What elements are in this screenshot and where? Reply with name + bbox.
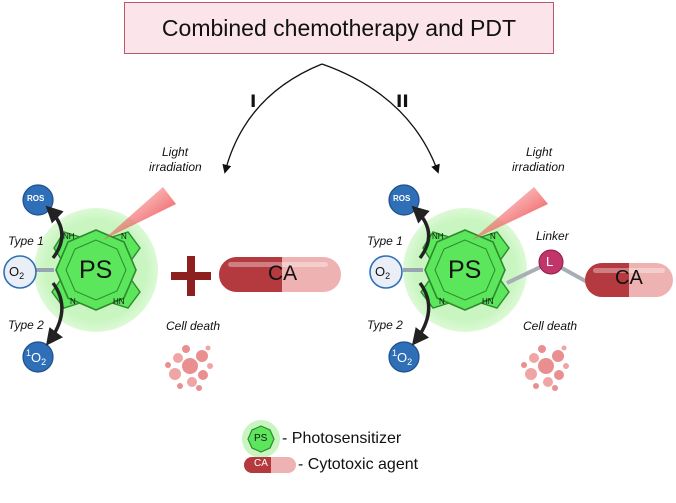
ros-label-right: ROS [393, 194, 411, 203]
nh-label-right: NH [432, 232, 444, 241]
type2-arrow-left [45, 281, 64, 346]
type2-label-right: Type 2 [367, 318, 403, 332]
legend-ca-icon [244, 457, 296, 473]
title-text: Combined chemotherapy and PDT [161, 14, 517, 41]
cell-death-label-left: Cell death [166, 319, 221, 333]
legend-ca-icon-label: CA [254, 458, 268, 469]
light-beam-right [472, 187, 548, 240]
light-label-left-line1: Light [162, 145, 189, 159]
hn-label-left: HN [113, 297, 125, 306]
n-label-right-bottom: N [439, 297, 445, 306]
legend-ps-icon-label: PS [254, 433, 268, 444]
light-label-right-line2: irradiation [512, 160, 565, 174]
ps-label-left: PS [79, 256, 113, 284]
linker-symbol: L [546, 254, 554, 269]
hn-label-right: HN [482, 297, 494, 306]
legend-ps-text: - Photosensitizer [282, 430, 402, 447]
singlet-o2-label-right: 1O2 [392, 348, 413, 367]
route-arrow-2 [321, 63, 440, 174]
ca-capsule-left [219, 257, 341, 292]
legend-ca-text: - Cytotoxic agent [298, 456, 419, 473]
ca-label-left: CA [268, 262, 298, 285]
o2-label-right: O2 [375, 264, 391, 281]
n-label-right-top: N [490, 232, 496, 241]
linker-label: Linker [536, 229, 569, 243]
route-label-1: I [250, 92, 257, 112]
nh-label-left: NH [63, 232, 75, 241]
plus-sign [171, 256, 211, 296]
type1-label-right: Type 1 [367, 234, 403, 248]
type2-arrow-right [411, 281, 431, 346]
n-label-left-top: N [121, 232, 127, 241]
type1-label-left: Type 1 [8, 234, 44, 248]
type2-label-left: Type 2 [8, 318, 44, 332]
cell-death-right [521, 345, 569, 391]
route-label-2: II [396, 92, 409, 112]
route-arrow-1 [222, 63, 323, 174]
ca-label-right: CA [615, 267, 643, 289]
linker-node [538, 249, 564, 275]
light-label-left-line2: irradiation [149, 160, 202, 174]
singlet-o2-label-left: 1O2 [26, 348, 47, 367]
ros-label-left: ROS [27, 194, 45, 203]
o2-label-left: O2 [9, 264, 25, 281]
ca-capsule-right [585, 263, 673, 297]
light-label-right-line1: Light [526, 145, 553, 159]
cell-death-left [165, 345, 213, 391]
legend-ps-icon [242, 420, 280, 458]
cell-death-label-right: Cell death [523, 319, 578, 333]
light-beam-left [103, 187, 176, 240]
title-box: Combined chemotherapy and PDT [124, 2, 554, 54]
ps-label-right: PS [448, 256, 482, 284]
type1-arrow-left [45, 205, 64, 260]
n-label-left-bottom: N [70, 297, 76, 306]
type1-arrow-right [411, 205, 431, 260]
